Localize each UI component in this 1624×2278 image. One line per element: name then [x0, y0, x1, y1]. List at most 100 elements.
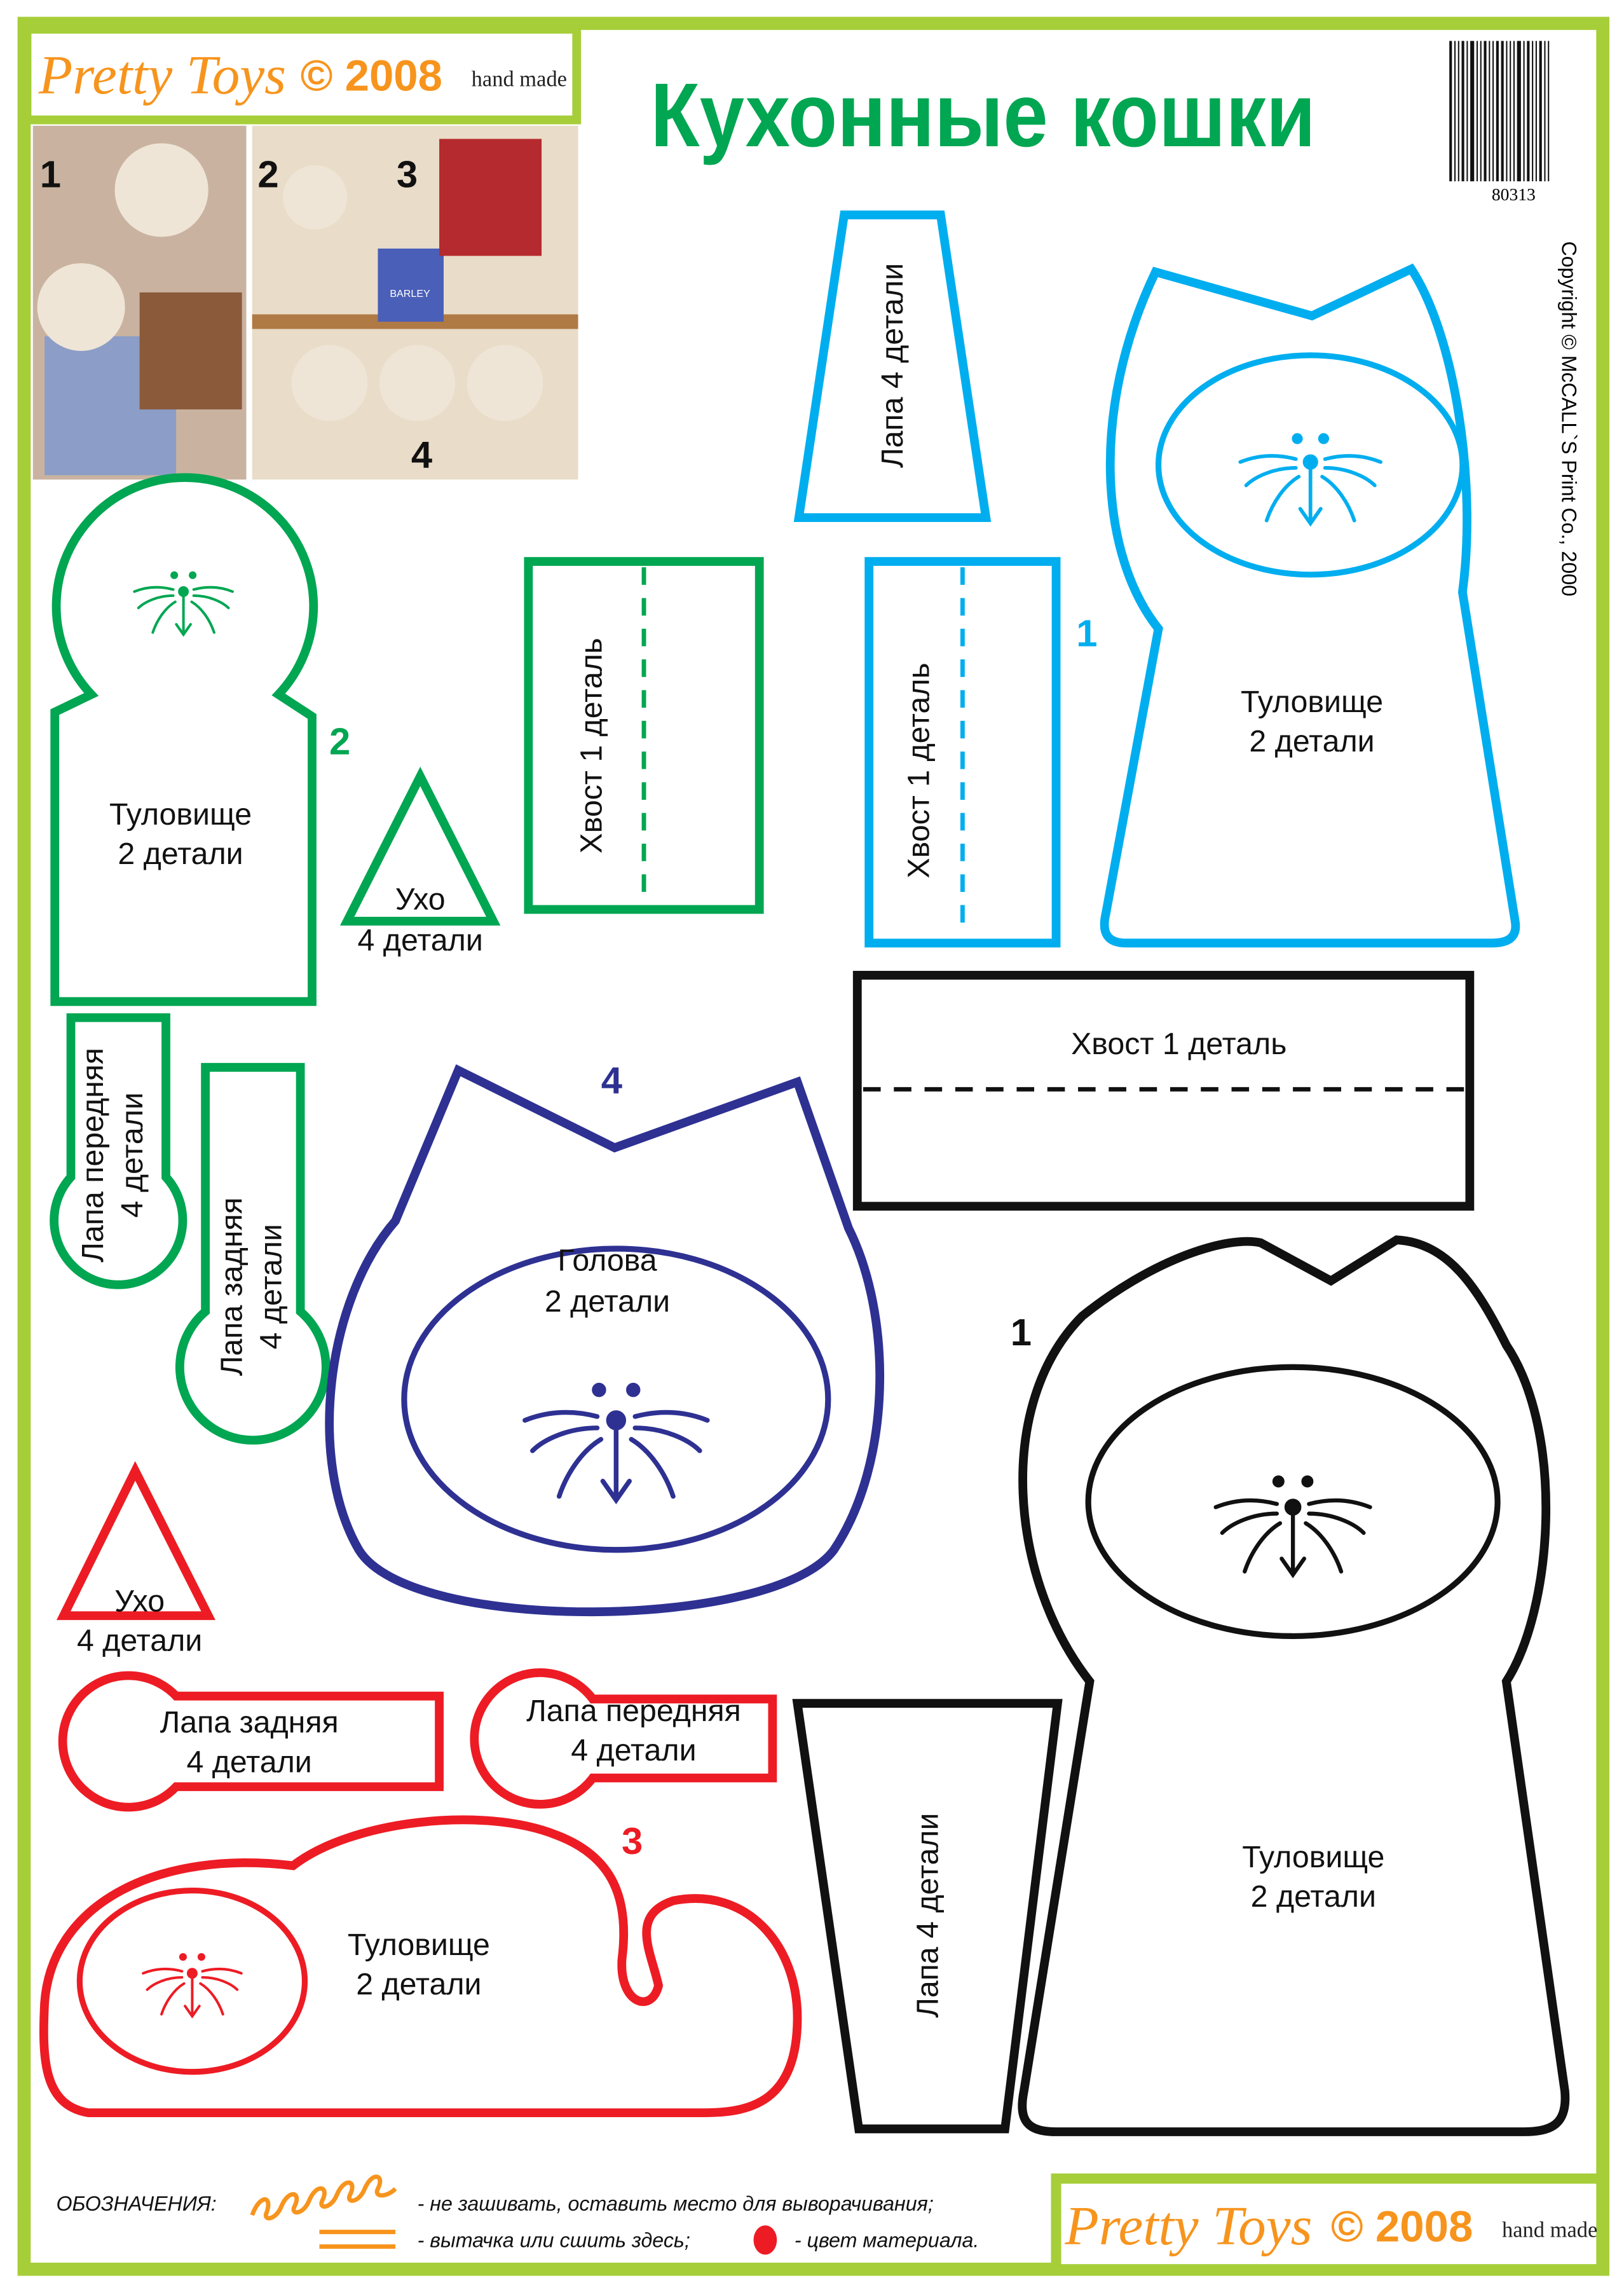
blue-number: 1 [1076, 612, 1097, 654]
green-ear-label-1: Ухо [395, 882, 446, 916]
red-dot-icon [753, 2225, 777, 2255]
barcode-bar [1466, 41, 1468, 182]
green-tail-piece [524, 557, 764, 914]
bottom-brand-year: © 2008 [1331, 2202, 1473, 2251]
red-ear-piece [56, 1461, 215, 1621]
blue-tail-piece [864, 557, 1061, 948]
red-body-piece [39, 1815, 802, 2118]
barcode-bar [1506, 41, 1508, 182]
page-frame [17, 17, 1610, 2276]
pattern-blue-cat: Лапа 4 детали Хвост 1 деталь 1 Туловище … [793, 210, 1520, 948]
green-ear-label-2: 4 детали [358, 923, 483, 957]
squiggle-icon [250, 2174, 397, 2221]
legend-item-color: - цвет материала. [795, 2229, 979, 2252]
blue-paw-label: Лапа 4 детали [875, 263, 910, 468]
black-tail-label: Хвост 1 деталь [1071, 1027, 1286, 1061]
barcode-bar [1496, 41, 1499, 182]
pattern-green-cat: Туловище 2 детали 2 Ухо 4 детали Хвост 1… [50, 473, 764, 1445]
black-number: 1 [1011, 1311, 1032, 1354]
brand-name: Pretty Toys [38, 44, 286, 106]
brand-tagline: hand made [472, 67, 567, 92]
barcode-bar [1548, 41, 1550, 182]
barcode-bar [1527, 41, 1530, 182]
legend-item-opening: - не зашивать, оставить место для вывора… [418, 2192, 934, 2215]
pattern-red-cat: Ухо 4 детали Лапа задняя 4 детали Лапа п… [39, 1461, 802, 2118]
navy-number: 4 [601, 1059, 622, 1102]
double-line-icon [319, 2230, 396, 2235]
green-back-paw-piece [175, 1062, 331, 1445]
brand-year: © 2008 [301, 51, 442, 100]
bottom-brand-name: Pretty Toys [1064, 2195, 1312, 2256]
barcode-bar [1535, 41, 1537, 182]
photo-label-2: 2 [257, 153, 278, 195]
barcode-number: 80313 [1492, 184, 1536, 204]
barcode-bar [1523, 41, 1525, 182]
red-back-paw-label-1: Лапа задняя [160, 1705, 339, 1739]
red-body-label-1: Туловище [348, 1928, 490, 1962]
page-title: Кухонные кошки [650, 65, 1315, 166]
red-ear-label-2: 4 детали [77, 1623, 202, 1657]
green-tail-label: Хвост 1 деталь [574, 638, 608, 853]
pattern-navy-cat: 4 Голова 2 детали [325, 1059, 885, 1617]
barcode-bar [1501, 41, 1504, 182]
barcode [1449, 41, 1550, 182]
red-front-paw-label-1: Лапа передняя [526, 1694, 741, 1728]
barcode-bar [1476, 41, 1478, 182]
barcode-bar [1461, 41, 1464, 182]
blue-body-label-1: Туловище [1241, 685, 1383, 719]
green-number: 2 [329, 720, 350, 763]
black-paw-label: Лапа 4 детали [910, 1813, 945, 2018]
red-number: 3 [622, 1820, 643, 1862]
red-ear-label-1: Ухо [114, 1584, 165, 1618]
blue-body-label-2: 2 детали [1249, 724, 1374, 758]
green-back-paw-label-2: 4 детали [254, 1224, 289, 1349]
navy-head-label-2: 2 детали [545, 1284, 670, 1319]
photo-label-1: 1 [40, 153, 61, 195]
barcode-bar [1480, 41, 1482, 182]
barcode-bar [1449, 41, 1452, 182]
jar-label: BARLEY [390, 288, 430, 299]
black-paw-piece [792, 1699, 1063, 2134]
green-front-paw-label-1: Лапа передняя [76, 1048, 110, 1263]
green-body-label-2: 2 детали [118, 837, 243, 871]
green-front-paw-piece [50, 1013, 188, 1289]
barcode-bar [1489, 41, 1491, 182]
barcode-bar [1454, 41, 1456, 182]
blue-tail-label: Хвост 1 деталь [901, 662, 936, 878]
black-body-label-1: Туловище [1242, 1840, 1384, 1874]
barcode-bar [1470, 41, 1475, 182]
red-front-paw-piece [470, 1668, 777, 1809]
pattern-black-cat: Хвост 1 деталь Лапа 4 детали 1 Туловище … [792, 971, 1570, 2136]
blue-body-piece [1100, 263, 1520, 948]
green-body-piece [50, 473, 318, 1006]
navy-head-piece [325, 1064, 885, 1617]
barcode-bar [1484, 41, 1487, 182]
barcode-bar [1492, 41, 1494, 182]
red-body-label-2: 2 детали [356, 1967, 481, 2001]
black-body-label-2: 2 детали [1251, 1879, 1376, 1914]
barcode-bar [1510, 41, 1511, 182]
barcode-bar [1517, 41, 1521, 182]
barcode-bar [1544, 41, 1546, 182]
black-body-piece [1018, 1235, 1570, 2136]
green-front-paw-label-2: 4 детали [115, 1092, 149, 1218]
barcode-bar [1532, 41, 1534, 182]
green-back-paw-label-1: Лапа задняя [215, 1197, 249, 1376]
legend-item-dart: - вытачка или сшить здесь; [418, 2229, 690, 2252]
product-photos: BARLEY 1 2 3 4 [32, 125, 578, 480]
photo-label-3: 3 [397, 153, 418, 195]
barcode-bar [1457, 41, 1459, 182]
legend: ОБОЗНАЧЕНИЯ: - не зашивать, оставить мес… [57, 2174, 979, 2255]
bottom-logo: Pretty Toys © 2008 hand made [1051, 2173, 1607, 2275]
legend-title: ОБОЗНАЧЕНИЯ: [57, 2192, 217, 2215]
red-back-paw-piece [58, 1671, 444, 1812]
red-front-paw-label-2: 4 детали [571, 1733, 696, 1767]
black-tail-piece [852, 971, 1475, 1211]
barcode-bar [1513, 41, 1515, 182]
blue-paw-piece [793, 210, 992, 523]
top-logo: Pretty Toys © 2008 hand made [22, 25, 582, 125]
copyright-text: Copyright © McCALL`S Print Co., 2000 [1557, 241, 1580, 596]
navy-head-label-1: Голова [557, 1243, 657, 1277]
red-back-paw-label-2: 4 детали [186, 1745, 311, 1779]
